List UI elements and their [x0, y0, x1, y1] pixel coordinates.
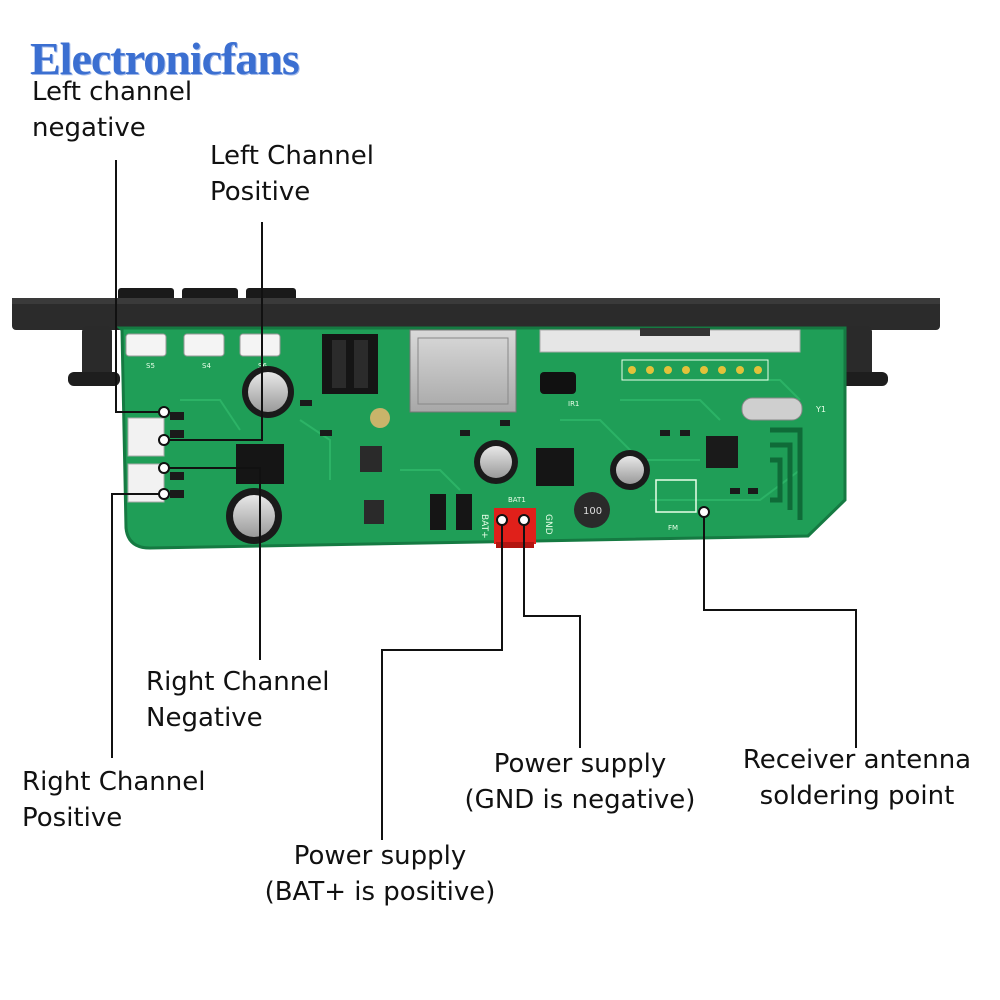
label-power-supply-gnd: Power supply (GND is negative) [440, 746, 720, 818]
svg-text:BAT1: BAT1 [508, 496, 526, 504]
line-right-positive [111, 493, 164, 758]
sd-card-slot [409, 329, 517, 413]
label-line-2: Positive [210, 177, 311, 207]
label-receiver-antenna: Receiver antenna soldering point [722, 742, 992, 814]
label-line-1: Power supply [293, 841, 467, 871]
callout-lines [111, 160, 857, 840]
point-left-negative [158, 406, 170, 418]
line-power-gnd [523, 520, 581, 748]
label-line-1: Receiver antenna [742, 745, 972, 775]
svg-text:S5: S5 [146, 362, 155, 370]
label-line-2: negative [32, 113, 146, 143]
label-line-2: (BAT+ is positive) [264, 877, 496, 907]
label-line-1: Power supply [493, 749, 667, 779]
line-antenna [703, 512, 857, 748]
point-right-negative [158, 462, 170, 474]
callout-points [158, 406, 710, 526]
capacitors [226, 366, 650, 544]
label-power-supply-bat: Power supply (BAT+ is positive) [240, 838, 520, 910]
point-power-bat [496, 514, 508, 526]
label-right-channel-positive: Right Channel Positive [22, 764, 205, 836]
pcb: S4 S6 S5 IR1 Y1 [116, 326, 847, 550]
svg-text:S4: S4 [202, 362, 211, 370]
line-left-positive [168, 222, 263, 441]
line-left-negative [115, 160, 164, 413]
svg-text:IR1: IR1 [568, 400, 579, 408]
line-power-bat [381, 520, 503, 840]
label-line-2: Negative [146, 703, 263, 733]
label-line-1: Right Channel [146, 667, 330, 697]
power-connector [494, 508, 536, 544]
label-line-1: Right Channel [22, 767, 206, 797]
svg-text:BAT+: BAT+ [479, 514, 489, 539]
label-line-2: (GND is negative) [464, 785, 696, 815]
point-left-positive [158, 434, 170, 446]
label-right-channel-negative: Right Channel Negative [146, 664, 329, 736]
point-right-positive [158, 488, 170, 500]
label-left-channel-positive: Left Channel Positive [210, 138, 374, 210]
front-bezel [12, 298, 940, 386]
point-power-gnd [518, 514, 530, 526]
svg-text:Y1: Y1 [815, 405, 826, 414]
label-line-2: Positive [22, 803, 123, 833]
label-line-1: Left channel [32, 77, 193, 107]
line-right-negative [168, 467, 261, 660]
label-left-channel-negative: Left channel negative [32, 74, 192, 146]
point-antenna [698, 506, 710, 518]
label-line-2: soldering point [759, 781, 955, 811]
svg-text:FM: FM [668, 524, 678, 532]
svg-text:GND: GND [543, 514, 553, 535]
svg-text:100: 100 [583, 506, 602, 517]
brand-logo: Electronicfans [30, 33, 300, 84]
label-line-1: Left Channel [210, 141, 374, 171]
